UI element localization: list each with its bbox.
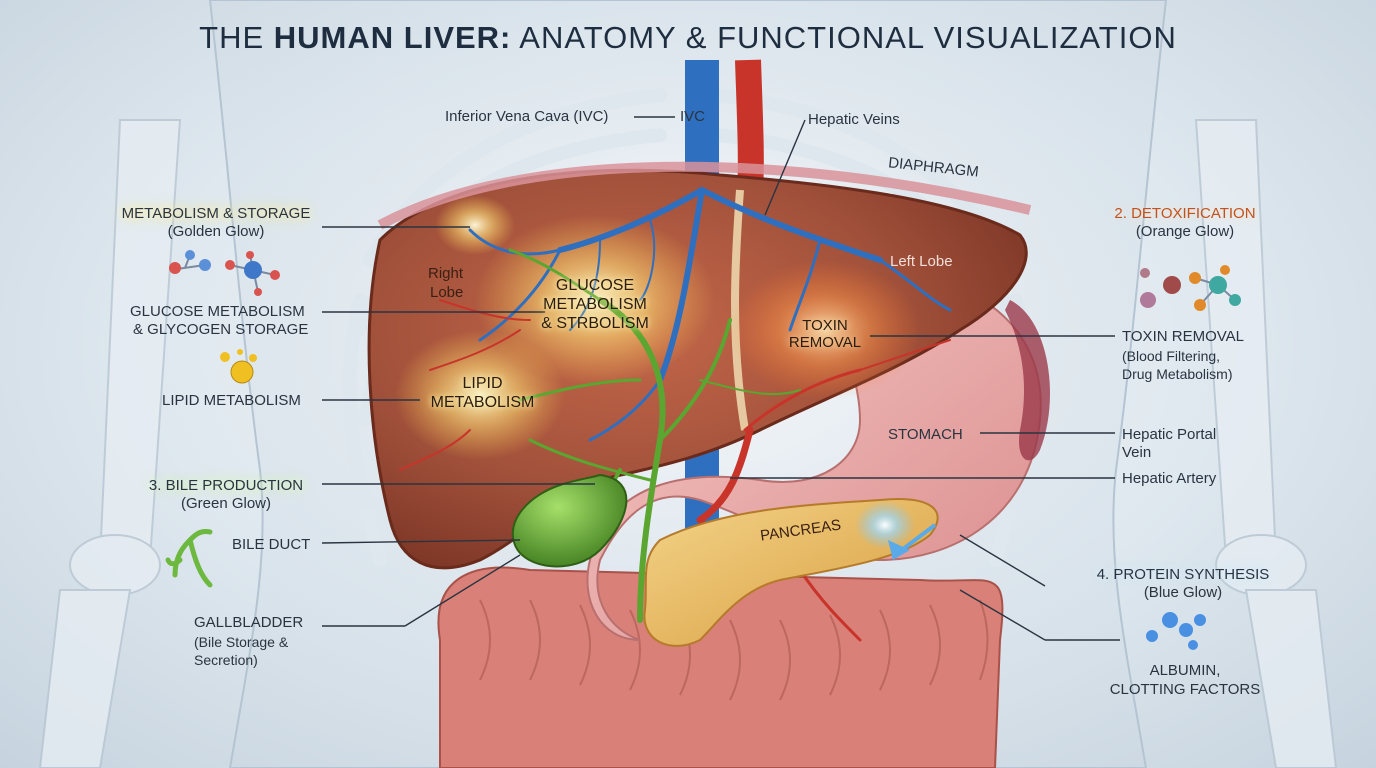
- label-portal-vein1: Hepatic Portal: [1122, 426, 1217, 443]
- protein-arrowhead: [888, 540, 910, 560]
- large-intestine: [437, 566, 1004, 768]
- hepatic-veins-network: [468, 187, 952, 442]
- label-gallbladder: GALLBLADDER: [194, 614, 304, 631]
- label-lipid-center2: METABOLISM: [430, 394, 535, 411]
- page-title: THE HUMAN LIVER: ANATOMY & FUNCTIONAL VI…: [0, 20, 1376, 56]
- label-glucose-center2: METABOLISM: [543, 296, 647, 313]
- label-bile-duct: BILE DUCT: [232, 536, 311, 553]
- label-hepatic-artery: Hepatic Artery: [1122, 470, 1217, 487]
- label-protein-sub: (Blue Glow): [1143, 584, 1223, 601]
- label-glucose-center1: GLUCOSE: [555, 277, 635, 294]
- label-toxin-center2: REMOVAL: [788, 334, 862, 351]
- label-protein-title: 4. PROTEIN SYNTHESIS: [1096, 566, 1270, 583]
- title-bold: HUMAN LIVER:: [273, 20, 512, 55]
- label-albumin2: CLOTTING FACTORS: [1109, 681, 1261, 698]
- label-bile-title: 3. BILE PRODUCTION: [148, 477, 304, 494]
- label-portal-vein2: Vein: [1122, 444, 1152, 461]
- falciform-ligament: [731, 189, 749, 431]
- label-toxin-sub1: (Blood Filtering,: [1122, 348, 1221, 364]
- label-detox-title: 2. DETOXIFICATION: [1114, 205, 1256, 222]
- label-albumin1: ALBUMIN,: [1149, 662, 1221, 679]
- label-detox-sub: (Orange Glow): [1135, 223, 1235, 240]
- label-glucose-center3: & STRBOLISM: [541, 315, 649, 332]
- label-metabolism-title: METABOLISM & STORAGE: [121, 205, 311, 222]
- toxin-molecule-icon: [1140, 265, 1241, 311]
- protein-molecule-icon: [1146, 612, 1206, 650]
- label-lipid-center1: LIPID: [462, 375, 503, 392]
- label-gallbladder-sub2: Secretion): [194, 652, 258, 668]
- label-lipid: LIPID METABOLISM: [162, 392, 301, 409]
- label-ivc: Inferior Vena Cava (IVC): [445, 108, 609, 125]
- label-metabolism-sub: (Golden Glow): [167, 223, 265, 240]
- label-bile-sub: (Green Glow): [180, 495, 272, 512]
- protein-glow: [855, 501, 915, 549]
- storage-glow: [435, 195, 515, 255]
- label-glucose-line1: GLUCOSE METABOLISM: [130, 303, 305, 320]
- arm-bones: [38, 119, 1338, 768]
- label-stomach: STOMACH: [888, 426, 963, 443]
- label-hepatic-veins: Hepatic Veins: [808, 111, 900, 128]
- label-toxin-center1: TOXIN: [802, 317, 848, 334]
- label-right-lobe1: Right: [428, 265, 464, 282]
- label-ivc-short: IVC: [680, 108, 706, 125]
- lipid-droplet-icon: [220, 349, 257, 384]
- leader-lines: [321, 116, 1120, 641]
- glucose-glow: [475, 215, 715, 385]
- label-gallbladder-sub1: (Bile Storage &: [194, 634, 289, 650]
- spleen: [1005, 300, 1050, 461]
- label-toxin-sub2: Drug Metabolism): [1122, 366, 1233, 382]
- title-rest: ANATOMY & FUNCTIONAL VISUALIZATION: [511, 20, 1177, 55]
- label-left-lobe: Left Lobe: [890, 253, 953, 270]
- label-glucose-line2: & GLYCOGEN STORAGE: [133, 321, 309, 338]
- label-toxin-title: TOXIN REMOVAL: [1122, 328, 1244, 345]
- molecule-icon: [169, 250, 280, 296]
- bile-duct-network: [508, 248, 801, 623]
- diaphragm: [377, 161, 1032, 230]
- title-prefix: THE: [199, 20, 274, 55]
- lipid-glow: [395, 330, 565, 460]
- stomach-organ: [586, 275, 1042, 641]
- bile-duct-icon: [165, 529, 213, 588]
- label-right-lobe2: Lobe: [430, 284, 464, 301]
